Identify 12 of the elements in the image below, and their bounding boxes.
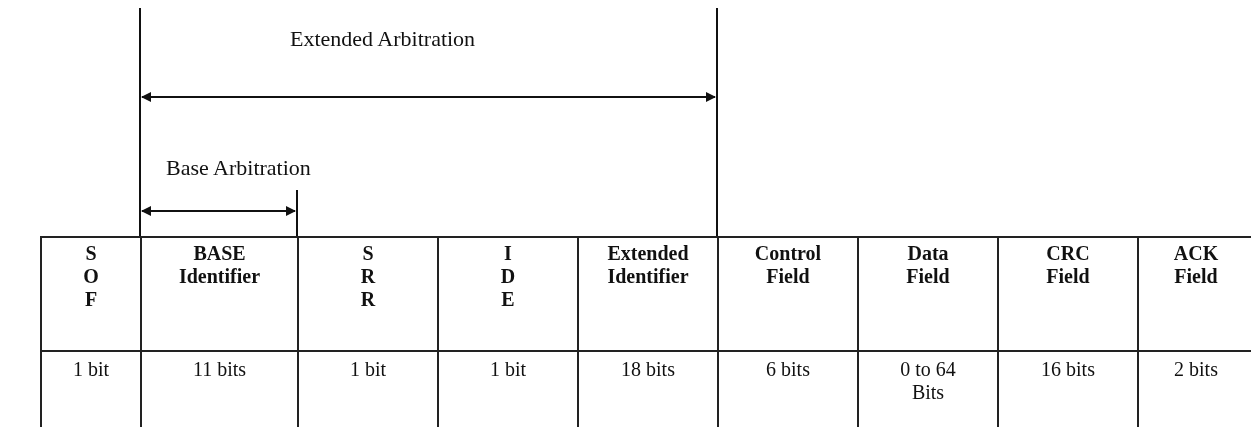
field-size: 1 bit <box>41 351 141 427</box>
field-name: ACK Field <box>1138 237 1251 351</box>
field-name: Data Field <box>858 237 998 351</box>
field-name: BASE Identifier <box>141 237 298 351</box>
field-name: S R R <box>298 237 438 351</box>
field-name: I D E <box>438 237 578 351</box>
field-name: CRC Field <box>998 237 1138 351</box>
field-name: Control Field <box>718 237 858 351</box>
dimension-label: Base Arbitration <box>166 155 311 181</box>
field-name: S O F <box>41 237 141 351</box>
dimension-label: Extended Arbitration <box>290 26 476 52</box>
field-name: Extended Identifier <box>578 237 718 351</box>
